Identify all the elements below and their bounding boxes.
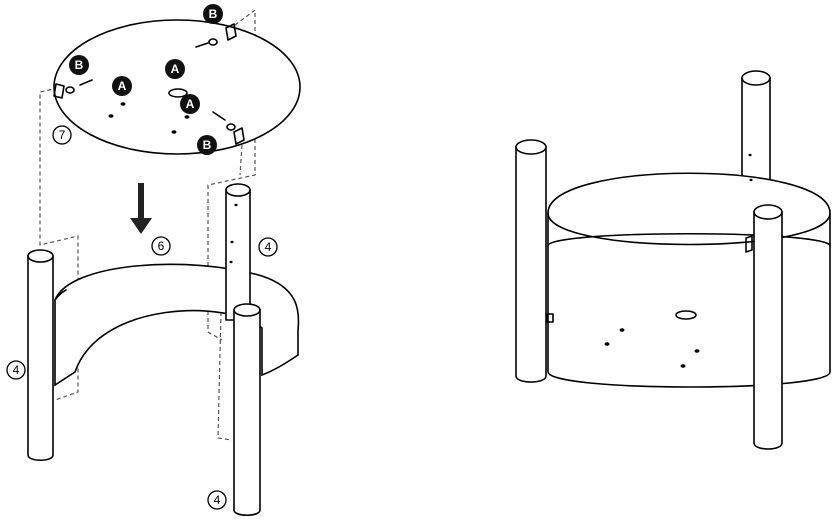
curved-side-wall (54, 263, 300, 387)
part-number-4-front-label: 4 (214, 493, 221, 507)
badge-a-center-label: A (186, 97, 195, 111)
down-arrow-icon (130, 183, 152, 234)
part-number-4-back: 4 (258, 237, 278, 257)
top-plate (53, 19, 301, 155)
part-number-4-left: 4 (6, 360, 26, 380)
badge-b-bottom-label: B (203, 138, 212, 152)
badge-b-bottom: B (197, 135, 217, 155)
assembled-container (546, 172, 831, 388)
part-number-4-back-label: 4 (265, 240, 272, 254)
assembled-view (515, 70, 831, 450)
hardware (53, 23, 245, 145)
part-number-7-label: 7 (59, 128, 66, 142)
assembled-post-back (741, 70, 771, 186)
part-number-6-label: 6 (158, 239, 165, 253)
part-number-6: 6 (151, 236, 171, 256)
badge-b-top: B (203, 4, 223, 24)
exploded-view: B B B A A A 7 6 (6, 4, 301, 517)
assembled-post-right (753, 204, 783, 450)
badge-b-top-label: B (209, 7, 218, 21)
post-left-front (27, 249, 54, 462)
badge-a-center: A (180, 94, 200, 114)
part-number-4-front: 4 (207, 490, 227, 510)
badge-a-upper: A (165, 59, 185, 79)
assembled-post-left (515, 139, 547, 383)
badge-b-left-label: B (75, 58, 84, 72)
post-right-front (233, 303, 261, 517)
part-number-7: 7 (52, 125, 72, 145)
badge-a-upper-label: A (171, 62, 180, 76)
badge-b-left: B (69, 55, 89, 75)
part-number-4-left-label: 4 (13, 363, 20, 377)
badge-a-left-label: A (118, 79, 127, 93)
post-back (225, 183, 251, 321)
badge-a-left: A (112, 76, 132, 96)
